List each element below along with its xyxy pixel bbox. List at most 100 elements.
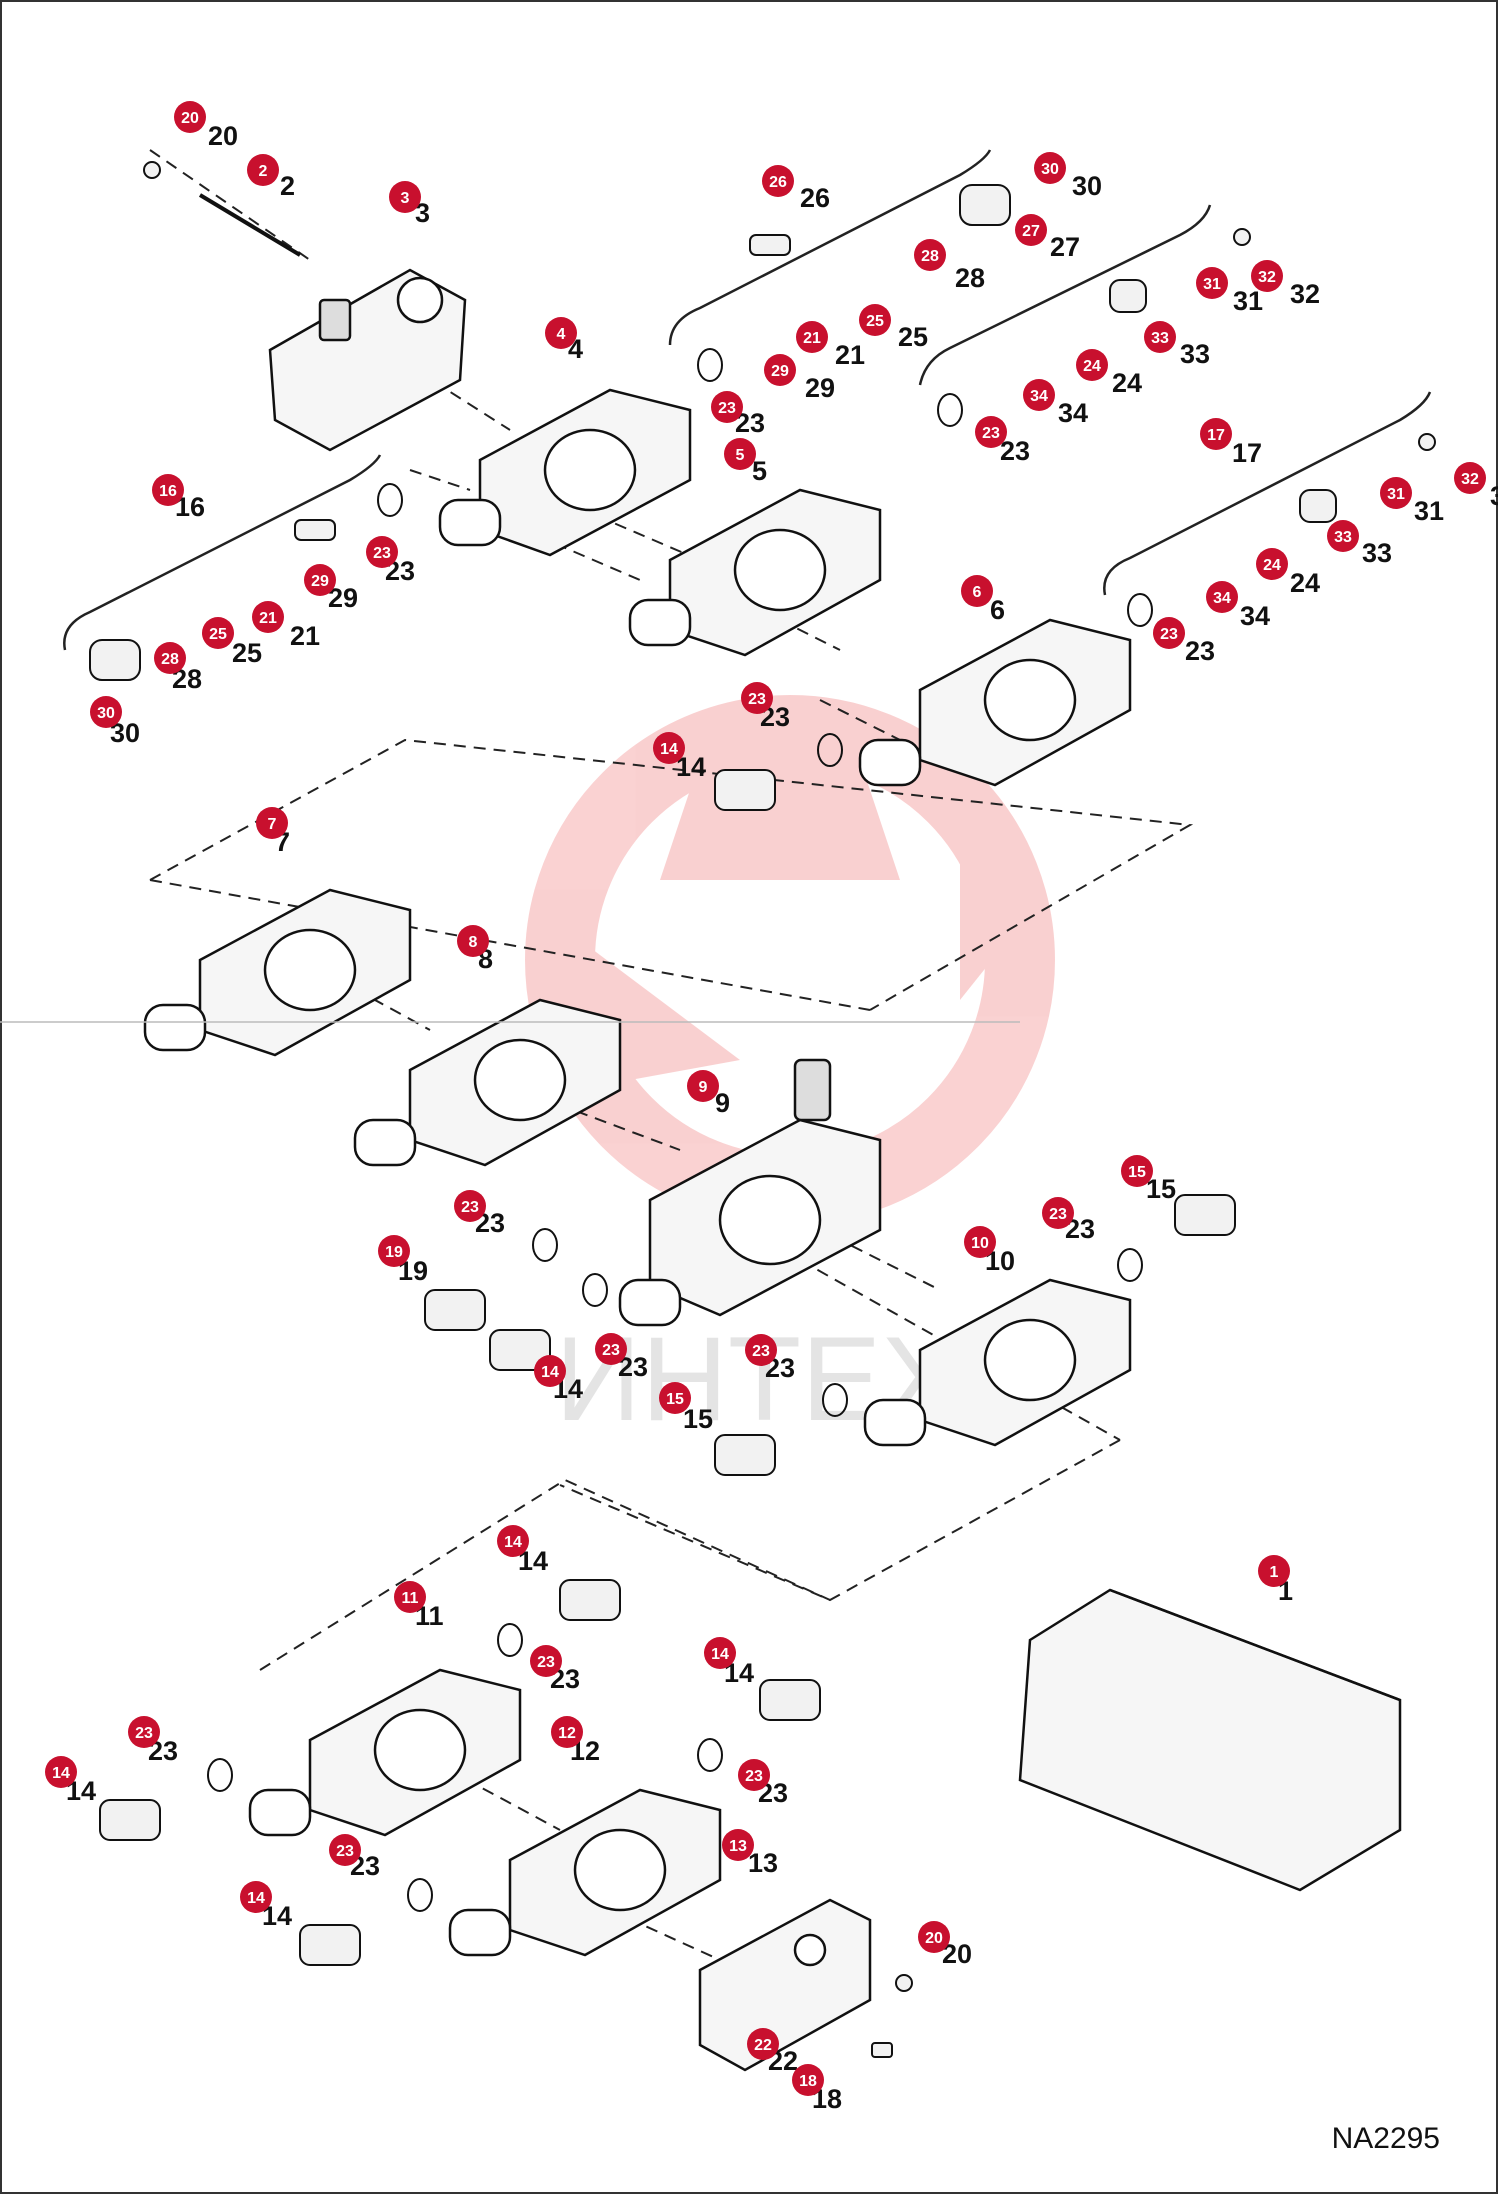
callout-badge-number: 21	[259, 610, 277, 627]
callout-badge	[659, 1382, 691, 1414]
callout-badge	[1380, 477, 1412, 509]
callout-badge	[1256, 548, 1288, 580]
callout-badge	[1206, 581, 1238, 613]
callout-badge-number: 14	[247, 1890, 265, 1907]
callout-label: 31	[1414, 496, 1444, 526]
callout-badge-number: 14	[541, 1364, 559, 1381]
callout-badge	[152, 474, 184, 506]
callout-badge	[762, 165, 794, 197]
callout-9: 99	[687, 1070, 730, 1118]
callout-badge-number: 29	[311, 573, 329, 590]
callout-2: 22	[247, 154, 295, 201]
callout-badge-number: 18	[799, 2073, 817, 2090]
callout-badge-number: 23	[602, 1342, 620, 1359]
callout-label: 29	[805, 373, 835, 403]
callout-badge	[1200, 418, 1232, 450]
callout-badge-number: 34	[1030, 388, 1048, 405]
callout-badge-number: 16	[159, 483, 177, 500]
callout-badge	[256, 807, 288, 839]
callout-label: 34	[1240, 601, 1270, 631]
callout-badge	[497, 1525, 529, 1557]
callout-badge	[551, 1716, 583, 1748]
callout-badge	[1144, 321, 1176, 353]
callout-1: 11	[1258, 1555, 1293, 1606]
watermark-gear-logo	[520, 695, 1055, 1225]
callout-label: 24	[1290, 568, 1320, 598]
callout-badge	[738, 1759, 770, 1791]
callout-badge-number: 34	[1213, 590, 1231, 607]
callout-badge	[595, 1333, 627, 1365]
callout-label: 27	[1050, 232, 1080, 262]
callout-badge-number: 30	[97, 705, 115, 722]
callout-badge-number: 8	[469, 934, 478, 951]
callout-badge	[394, 1581, 426, 1613]
callout-badge	[128, 1716, 160, 1748]
callout-badge	[1023, 379, 1055, 411]
callout-badge-number: 24	[1263, 557, 1281, 574]
callout-badge	[914, 239, 946, 271]
callout-badge-number: 17	[1207, 427, 1225, 444]
callout-badge	[202, 617, 234, 649]
callout-badge-number: 32	[1258, 269, 1276, 286]
callout-badge-number: 21	[803, 330, 821, 347]
callout-badge	[1258, 1555, 1290, 1587]
callout-badge	[704, 1637, 736, 1669]
callout-badge-number: 33	[1334, 529, 1352, 546]
callout-badge	[1034, 152, 1066, 184]
callout-badge-number: 23	[336, 1843, 354, 1860]
callout-badge	[154, 642, 186, 674]
callout-badge	[1153, 617, 1185, 649]
callout-badge-number: 23	[748, 691, 766, 708]
callout-badge	[964, 1226, 996, 1258]
callout-badge-number: 15	[666, 1391, 684, 1408]
callout-6: 66	[961, 575, 1005, 625]
callout-badge	[1454, 462, 1486, 494]
callout-label: 26	[800, 183, 830, 213]
callout-badge-number: 7	[268, 816, 277, 833]
callout-33: 33 33	[1327, 520, 1392, 568]
callout-badge-number: 12	[558, 1725, 576, 1742]
callout-badge-number: 1	[1270, 1564, 1279, 1581]
callout-badge	[545, 317, 577, 349]
small-parts	[89, 161, 1436, 2058]
callout-badge-number: 33	[1151, 330, 1169, 347]
callout-badge	[454, 1190, 486, 1222]
callout-label: 3	[415, 198, 430, 228]
callout-label: 33	[1362, 538, 1392, 568]
callout-badge-number: 23	[1160, 626, 1178, 643]
callout-badge-number: 29	[771, 363, 789, 380]
callout-badge-number: 9	[699, 1079, 708, 1096]
callout-badge-number: 28	[161, 651, 179, 668]
callout-badge	[530, 1645, 562, 1677]
callout-label: 21	[290, 621, 320, 651]
callout-badge-number: 23	[537, 1654, 555, 1671]
callout-badge-number: 23	[461, 1199, 479, 1216]
callout-badge	[304, 564, 336, 596]
callout-label: 32	[1490, 481, 1498, 511]
callout-badge-number: 5	[736, 447, 745, 464]
callout-badge	[859, 304, 891, 336]
callout-label: 20	[208, 121, 238, 151]
callout-badge-number: 13	[729, 1838, 747, 1855]
callout-badge	[174, 101, 206, 133]
callout-badge	[796, 321, 828, 353]
callout-label: 9	[715, 1088, 730, 1118]
